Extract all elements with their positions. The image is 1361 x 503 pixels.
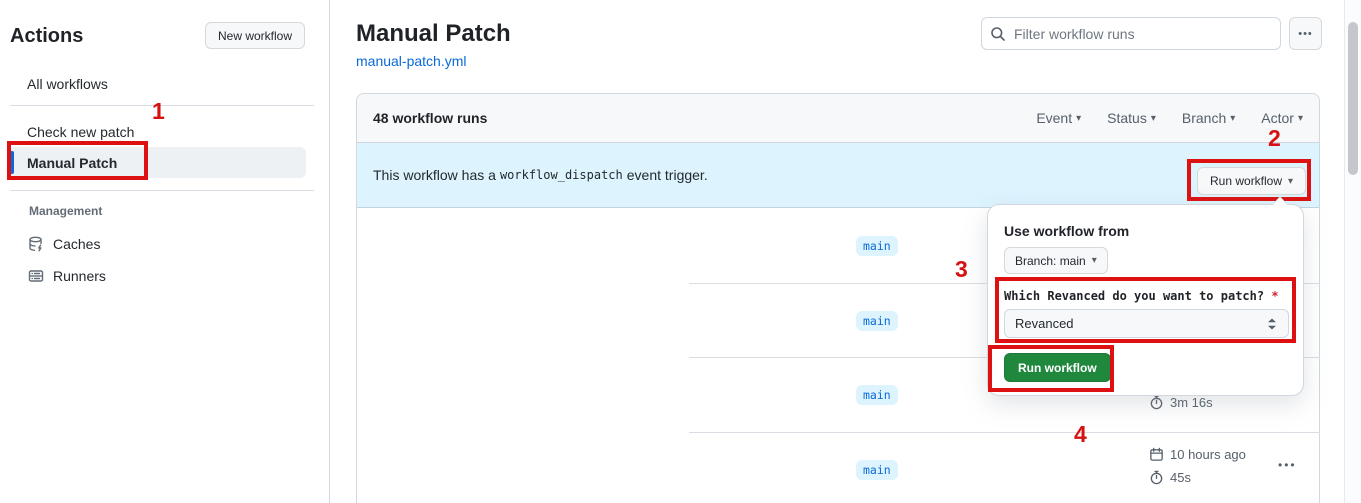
sidebar-item-label: All workflows: [27, 75, 108, 92]
chevron-down-icon: ▾: [1288, 175, 1294, 187]
page-title: Manual Patch: [356, 20, 511, 47]
required-asterisk: *: [1271, 289, 1279, 303]
workflow-runs-card: 48 workflow runs Event ▾ Status ▾ Branch…: [356, 93, 1320, 503]
sidebar-item-label: Caches: [53, 236, 101, 252]
runners-server-icon: [28, 270, 44, 282]
cache-database-icon: [29, 236, 42, 252]
runs-card-header: 48 workflow runs Event ▾ Status ▾ Branch…: [357, 94, 1319, 143]
banner-text: event trigger.: [626, 167, 708, 183]
panel-caret-icon: [1272, 197, 1288, 206]
chevron-down-icon: ▾: [1150, 112, 1156, 124]
run-start-time: 10 hours ago: [1149, 447, 1246, 462]
sidebar-item-label: Manual Patch: [27, 154, 118, 171]
run-workflow-dropdown-button[interactable]: Run workflow ▾: [1197, 167, 1307, 195]
run-duration: 3m 16s: [1149, 395, 1213, 410]
chevron-down-icon: ▾: [1076, 112, 1082, 124]
row-divider: [689, 432, 1320, 433]
new-workflow-button[interactable]: New workflow: [205, 22, 306, 49]
sidebar-item-all-workflows[interactable]: All workflows: [10, 68, 306, 99]
chevron-down-icon: ▾: [1091, 255, 1097, 266]
sidebar-item-label: Runners: [53, 268, 106, 284]
workflow-run-row[interactable]: main: [358, 208, 1320, 283]
chevron-down-icon: ▾: [1230, 112, 1236, 124]
chevron-up-down-icon: [1268, 318, 1276, 329]
branch-badge[interactable]: main: [856, 236, 898, 256]
search-icon: [991, 26, 1005, 41]
chevron-down-icon: ▾: [1297, 112, 1303, 124]
calendar-icon: [1150, 447, 1163, 461]
scrollbar-thumb[interactable]: [1348, 22, 1358, 175]
filter-branch-dropdown[interactable]: Branch ▾: [1181, 110, 1236, 126]
sidebar-divider: [10, 190, 314, 191]
banner-code: workflow_dispatch: [499, 168, 623, 182]
page-scrollbar: [1344, 0, 1361, 503]
sidebar-item-caches[interactable]: Caches: [10, 229, 306, 259]
workflow-input-label: Which Revanced do you want to patch? *: [1004, 289, 1279, 303]
stopwatch-icon: [1150, 395, 1163, 410]
filter-status-dropdown[interactable]: Status ▾: [1107, 110, 1156, 126]
sidebar-item-label: Check new patch: [27, 123, 135, 140]
sidebar-title: Actions: [10, 25, 84, 47]
branch-selector-button[interactable]: Branch: main ▾: [1004, 247, 1108, 274]
annotation-number-3: 3: [955, 256, 968, 282]
banner-text: This workflow has a: [373, 167, 496, 183]
annotation-number-2: 2: [1268, 125, 1281, 151]
runs-count: 48 workflow runs: [373, 110, 488, 126]
filter-actor-dropdown[interactable]: Actor ▾: [1261, 110, 1303, 126]
filter-workflow-runs-box: [981, 17, 1281, 50]
run-options-kebab-button[interactable]: •••: [1278, 458, 1297, 472]
branch-badge[interactable]: main: [856, 311, 898, 331]
workflow-run-row[interactable]: main 10 hours ago 45s •••: [358, 432, 1320, 503]
sidebar-divider: [10, 105, 314, 106]
run-workflow-submit-button[interactable]: Run workflow: [1004, 353, 1111, 382]
branch-badge[interactable]: main: [856, 385, 898, 405]
filter-event-dropdown[interactable]: Event ▾: [1036, 110, 1082, 126]
run-duration: 45s: [1149, 470, 1191, 485]
annotation-number-4: 4: [1074, 421, 1087, 447]
sidebar-item-manual-patch[interactable]: Manual Patch: [10, 147, 306, 178]
sidebar-item-runners[interactable]: Runners: [10, 261, 306, 291]
runs-filters: Event ▾ Status ▾ Branch ▾ Actor ▾: [1036, 110, 1303, 126]
workflow-options-kebab-button[interactable]: •••: [1289, 17, 1322, 50]
workflow-file-link[interactable]: manual-patch.yml: [356, 53, 467, 69]
management-section-label: Management: [29, 204, 103, 218]
branch-badge[interactable]: main: [856, 460, 898, 480]
run-workflow-panel: Use workflow from Branch: main ▾ Which R…: [987, 196, 1304, 396]
actions-sidebar: Actions New workflow All workflows Check…: [0, 0, 330, 503]
workflow-dispatch-banner: This workflow has a workflow_dispatch ev…: [357, 143, 1319, 208]
selected-accent-bar: [10, 151, 14, 174]
revanced-select[interactable]: Revanced: [1004, 309, 1289, 338]
filter-workflow-runs-input[interactable]: [1014, 25, 1272, 42]
use-workflow-from-label: Use workflow from: [1004, 223, 1130, 239]
sidebar-item-check-new-patch[interactable]: Check new patch: [10, 116, 306, 147]
stopwatch-icon: [1150, 470, 1163, 485]
annotation-number-1: 1: [152, 98, 165, 124]
